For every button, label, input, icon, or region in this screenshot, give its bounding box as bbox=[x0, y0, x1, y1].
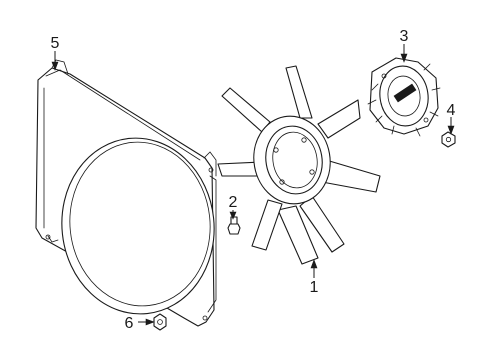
callout-2: 2 bbox=[229, 194, 238, 211]
callout-3: 3 bbox=[400, 28, 409, 45]
callout-1: 1 bbox=[310, 279, 319, 296]
arrowhead-5 bbox=[51, 61, 59, 71]
fan-shroud bbox=[35, 59, 217, 327]
callout-labels: 5 3 4 2 1 6 bbox=[51, 28, 456, 332]
nut bbox=[441, 131, 456, 148]
callout-6: 6 bbox=[125, 315, 134, 332]
fan-blade bbox=[217, 65, 381, 265]
fan-clutch bbox=[367, 57, 441, 137]
arrowhead-3 bbox=[400, 53, 408, 63]
arrowhead-2 bbox=[229, 211, 237, 220]
bolt bbox=[227, 216, 241, 235]
arrowhead-4 bbox=[447, 125, 455, 135]
leader-lines bbox=[51, 44, 455, 326]
callout-4: 4 bbox=[447, 102, 456, 119]
arrowhead-1 bbox=[310, 259, 318, 269]
clip bbox=[153, 313, 167, 331]
callout-5: 5 bbox=[51, 35, 60, 52]
arrowhead-6 bbox=[145, 318, 155, 326]
